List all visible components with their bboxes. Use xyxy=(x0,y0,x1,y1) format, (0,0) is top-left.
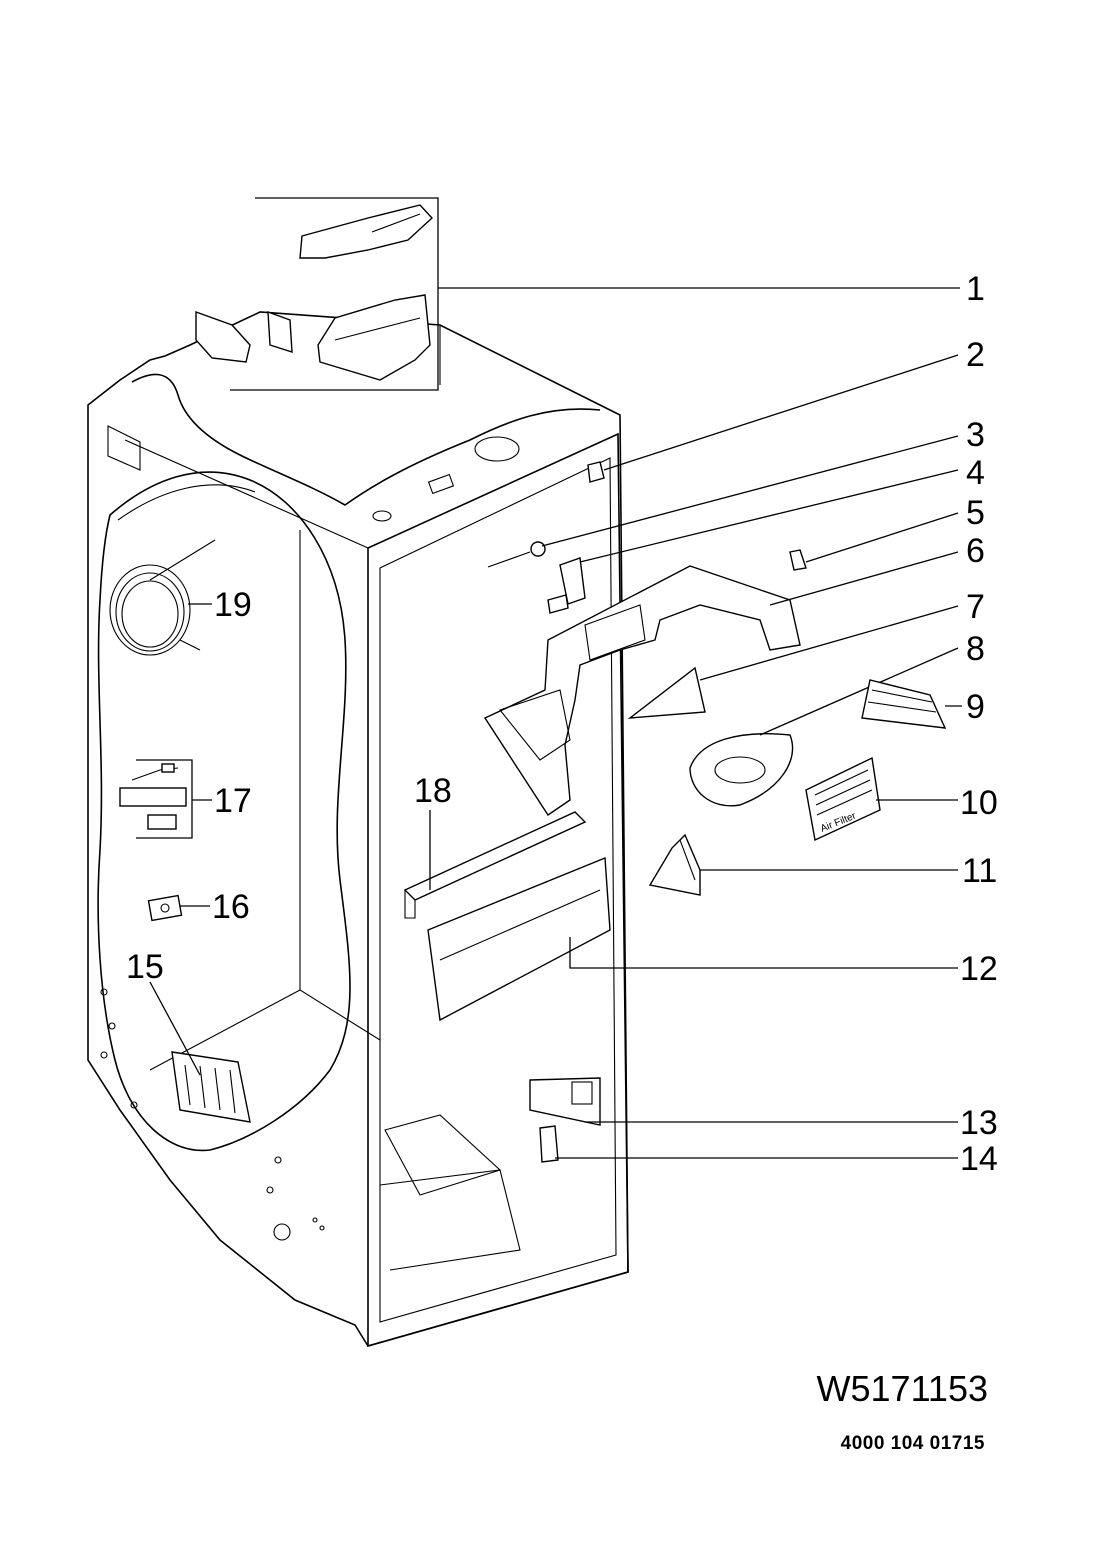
part-14-clip xyxy=(539,1125,958,1163)
callout-5: 5 xyxy=(966,494,985,532)
cabinet-liner xyxy=(87,311,629,1348)
part-9-louver xyxy=(861,679,962,729)
part-7-cover xyxy=(627,605,959,719)
part-17-kit xyxy=(119,759,212,839)
part-10-air-filter-panel: Air Filter xyxy=(805,756,958,842)
part-5-button xyxy=(789,512,959,571)
part-12-panel xyxy=(427,856,958,1022)
callout-10: 10 xyxy=(960,784,998,822)
callout-13: 13 xyxy=(960,1104,998,1142)
part-15-grille xyxy=(149,981,251,1123)
part-18-rail xyxy=(403,810,587,919)
callout-1: 1 xyxy=(966,270,985,308)
part-2-clip xyxy=(587,354,959,483)
part-16-clip xyxy=(147,894,210,922)
callout-18: 18 xyxy=(414,772,452,810)
part-8-plate xyxy=(689,647,959,807)
part-19-tubing xyxy=(109,539,216,656)
part-6-control-housing xyxy=(483,551,959,816)
part-number: W5171153 xyxy=(816,1368,988,1409)
callout-7: 7 xyxy=(966,588,985,626)
callout-3: 3 xyxy=(966,416,985,454)
callout-16: 16 xyxy=(212,888,250,926)
part-11-bracket xyxy=(648,833,958,896)
callout-8: 8 xyxy=(966,630,985,668)
document-code: 4000 104 01715 xyxy=(840,1433,985,1454)
callout-15: 15 xyxy=(126,948,164,986)
callout-labels: 1 2 3 4 5 6 7 8 9 10 11 12 13 14 15 16 1… xyxy=(126,270,998,1178)
callout-6: 6 xyxy=(966,532,985,570)
callout-17: 17 xyxy=(214,782,252,820)
callout-12: 12 xyxy=(960,950,998,988)
callout-2: 2 xyxy=(966,336,985,374)
part-1-top-assembly xyxy=(195,197,960,391)
part-13-bracket xyxy=(529,1077,958,1126)
part-3-lamp-socket xyxy=(487,435,959,568)
callout-9: 9 xyxy=(966,688,985,726)
callout-19: 19 xyxy=(214,586,252,624)
callout-14: 14 xyxy=(960,1140,998,1178)
part-4-bracket xyxy=(547,469,959,614)
callout-4: 4 xyxy=(966,454,985,492)
callout-11: 11 xyxy=(962,852,997,890)
